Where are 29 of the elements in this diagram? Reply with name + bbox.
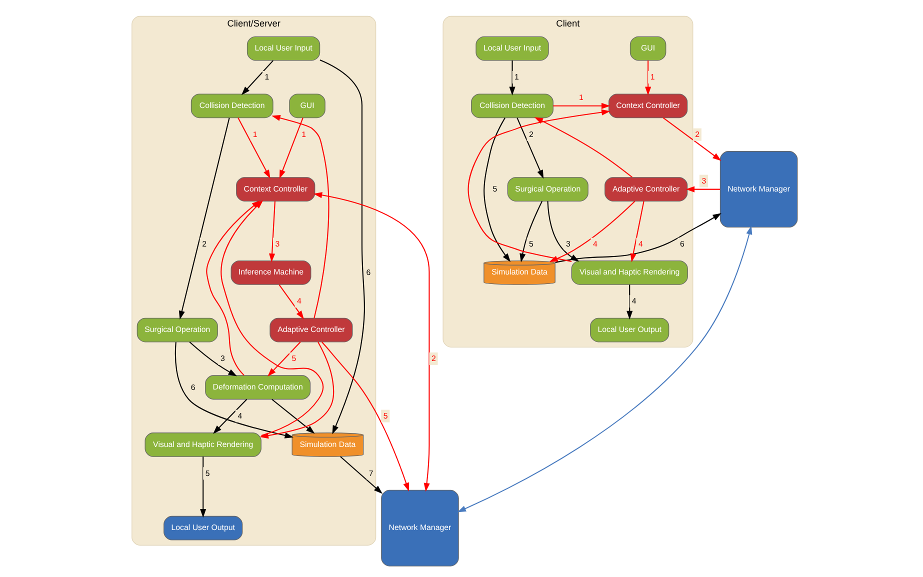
arrow [240, 60, 273, 96]
arrow [516, 118, 544, 179]
arrow [534, 117, 632, 178]
arrow [312, 192, 430, 492]
arrow [508, 60, 515, 96]
arrow [320, 342, 409, 492]
arrow [662, 117, 721, 161]
arrow [685, 186, 720, 192]
arrow [174, 342, 294, 438]
arrow [630, 201, 644, 262]
arrow [456, 226, 752, 512]
arrow [278, 284, 304, 320]
arrow [483, 118, 510, 262]
arrow [259, 342, 334, 439]
arrow [212, 399, 247, 434]
arrow [178, 118, 230, 320]
arrow [200, 456, 206, 518]
arrow [552, 102, 610, 109]
arrow [271, 398, 314, 434]
arrow [626, 284, 632, 320]
arrow [340, 456, 382, 494]
arrow [237, 118, 270, 179]
arrow [267, 342, 300, 377]
arrow [644, 60, 651, 96]
arrow [268, 201, 275, 262]
arrow [519, 201, 542, 262]
arrow [278, 118, 303, 179]
arrow [319, 60, 364, 434]
arrow [188, 342, 236, 376]
